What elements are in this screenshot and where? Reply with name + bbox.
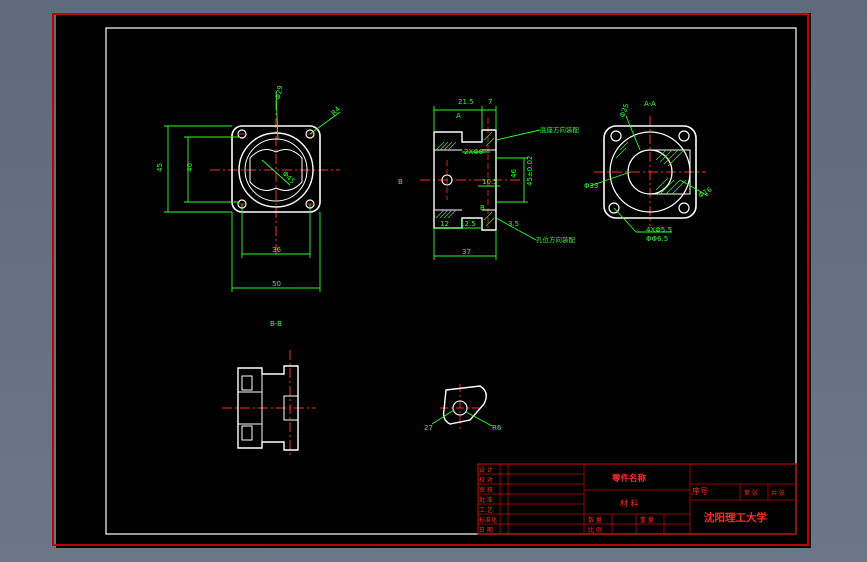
- dim-side-12-5: 12.5: [460, 220, 476, 228]
- section-a-outline: [603, 125, 697, 219]
- note-hole-assembly: 孔位方向装配: [536, 235, 576, 244]
- dim-side-7: 7: [488, 98, 492, 106]
- dim-side-10-5: 10.5: [482, 178, 498, 186]
- dim-side-37: 37: [462, 248, 471, 256]
- title-block: 设 计 校 对 审 核 批 准 工 艺 标准化 日 期 零件名称 材 料 序号 …: [477, 463, 797, 535]
- dim-front-36: 36: [272, 246, 281, 254]
- dim-front-40: 40: [186, 163, 194, 172]
- dim-side-45-tol: 45±0.02: [526, 156, 534, 186]
- dim-front-r4: R4: [330, 105, 343, 118]
- tb-row-date: 日 期: [479, 526, 493, 534]
- tb-row-approve: 批 准: [479, 496, 493, 504]
- detail-outline: [442, 385, 487, 425]
- tb-sheet-no: 第 张: [744, 489, 758, 497]
- dim-a-4xphi5-5: 4XΦ5.5: [646, 226, 672, 234]
- tb-part-name: 零件名称: [611, 473, 647, 484]
- dim-a-phi6-5: ΦΦ6.5: [646, 235, 668, 243]
- front-flange-outline: [231, 125, 321, 213]
- tb-row-check: 校 对: [479, 476, 493, 484]
- dim-side-12: 12: [440, 220, 449, 228]
- tb-weight: 重 量: [640, 516, 654, 524]
- section-mark-b-right: B: [480, 204, 485, 212]
- dim-side-46: 46: [510, 169, 518, 178]
- section-mark-a: A: [456, 112, 461, 120]
- dim-side-2xphi6: 2XΦ6: [464, 148, 484, 156]
- section-b-title: B-B: [270, 320, 282, 328]
- drawing-sheet: [56, 13, 811, 548]
- tb-row-process: 工 艺: [479, 506, 493, 514]
- tb-row-review: 审 核: [479, 486, 493, 494]
- section-a-view: A-A Φ25 Φ33 Φ16 4XΦ5.5 ΦΦ6.5: [584, 100, 714, 243]
- tb-row-design: 设 计: [479, 466, 493, 474]
- dim-a-phi25: Φ25: [618, 102, 630, 118]
- note-base-assembly: 底座方向装配: [540, 125, 580, 134]
- tb-row-standard: 标准化: [479, 516, 497, 524]
- tb-scale: 比 例: [588, 526, 602, 534]
- section-mark-b-left: B: [398, 178, 403, 186]
- front-bore-outer: [238, 132, 314, 208]
- dim-side-3-5: 3.5: [508, 220, 519, 228]
- dim-front-50: 50: [272, 280, 281, 288]
- dim-detail-r6: R6: [492, 424, 502, 432]
- drawing-frame: [52, 13, 809, 546]
- side-view: 21.5 7 2XΦ6 10.5 12 12.5 37 3.5 46 45±0.…: [398, 98, 580, 260]
- tb-material: 材 料: [620, 498, 639, 508]
- front-bore-inner: [244, 138, 308, 202]
- inner-border: [105, 27, 797, 535]
- dim-front-phi29: Φ29: [274, 85, 284, 101]
- tb-seq: 序号: [692, 486, 708, 496]
- detail-view: 27 R6: [424, 384, 502, 432]
- dim-a-phi16: Φ16: [697, 185, 714, 199]
- dim-a-phi33: Φ33: [584, 182, 598, 190]
- section-b-view: B-B: [222, 320, 316, 458]
- tb-sheet-total: 共 张: [771, 489, 785, 497]
- dim-side-21-5: 21.5: [458, 98, 474, 106]
- front-view: Φ29 R4 Φ45 45 40 36 50: [156, 85, 342, 292]
- dim-front-45: 45: [156, 163, 164, 172]
- section-a-title: A-A: [644, 100, 656, 108]
- tb-school-name: 沈阳理工大学: [704, 511, 767, 524]
- tb-quantity: 数 量: [588, 516, 602, 524]
- dim-front-phi45: Φ45: [281, 170, 297, 186]
- front-inner-lobes: [249, 149, 303, 191]
- dim-detail-27: 27: [424, 424, 433, 432]
